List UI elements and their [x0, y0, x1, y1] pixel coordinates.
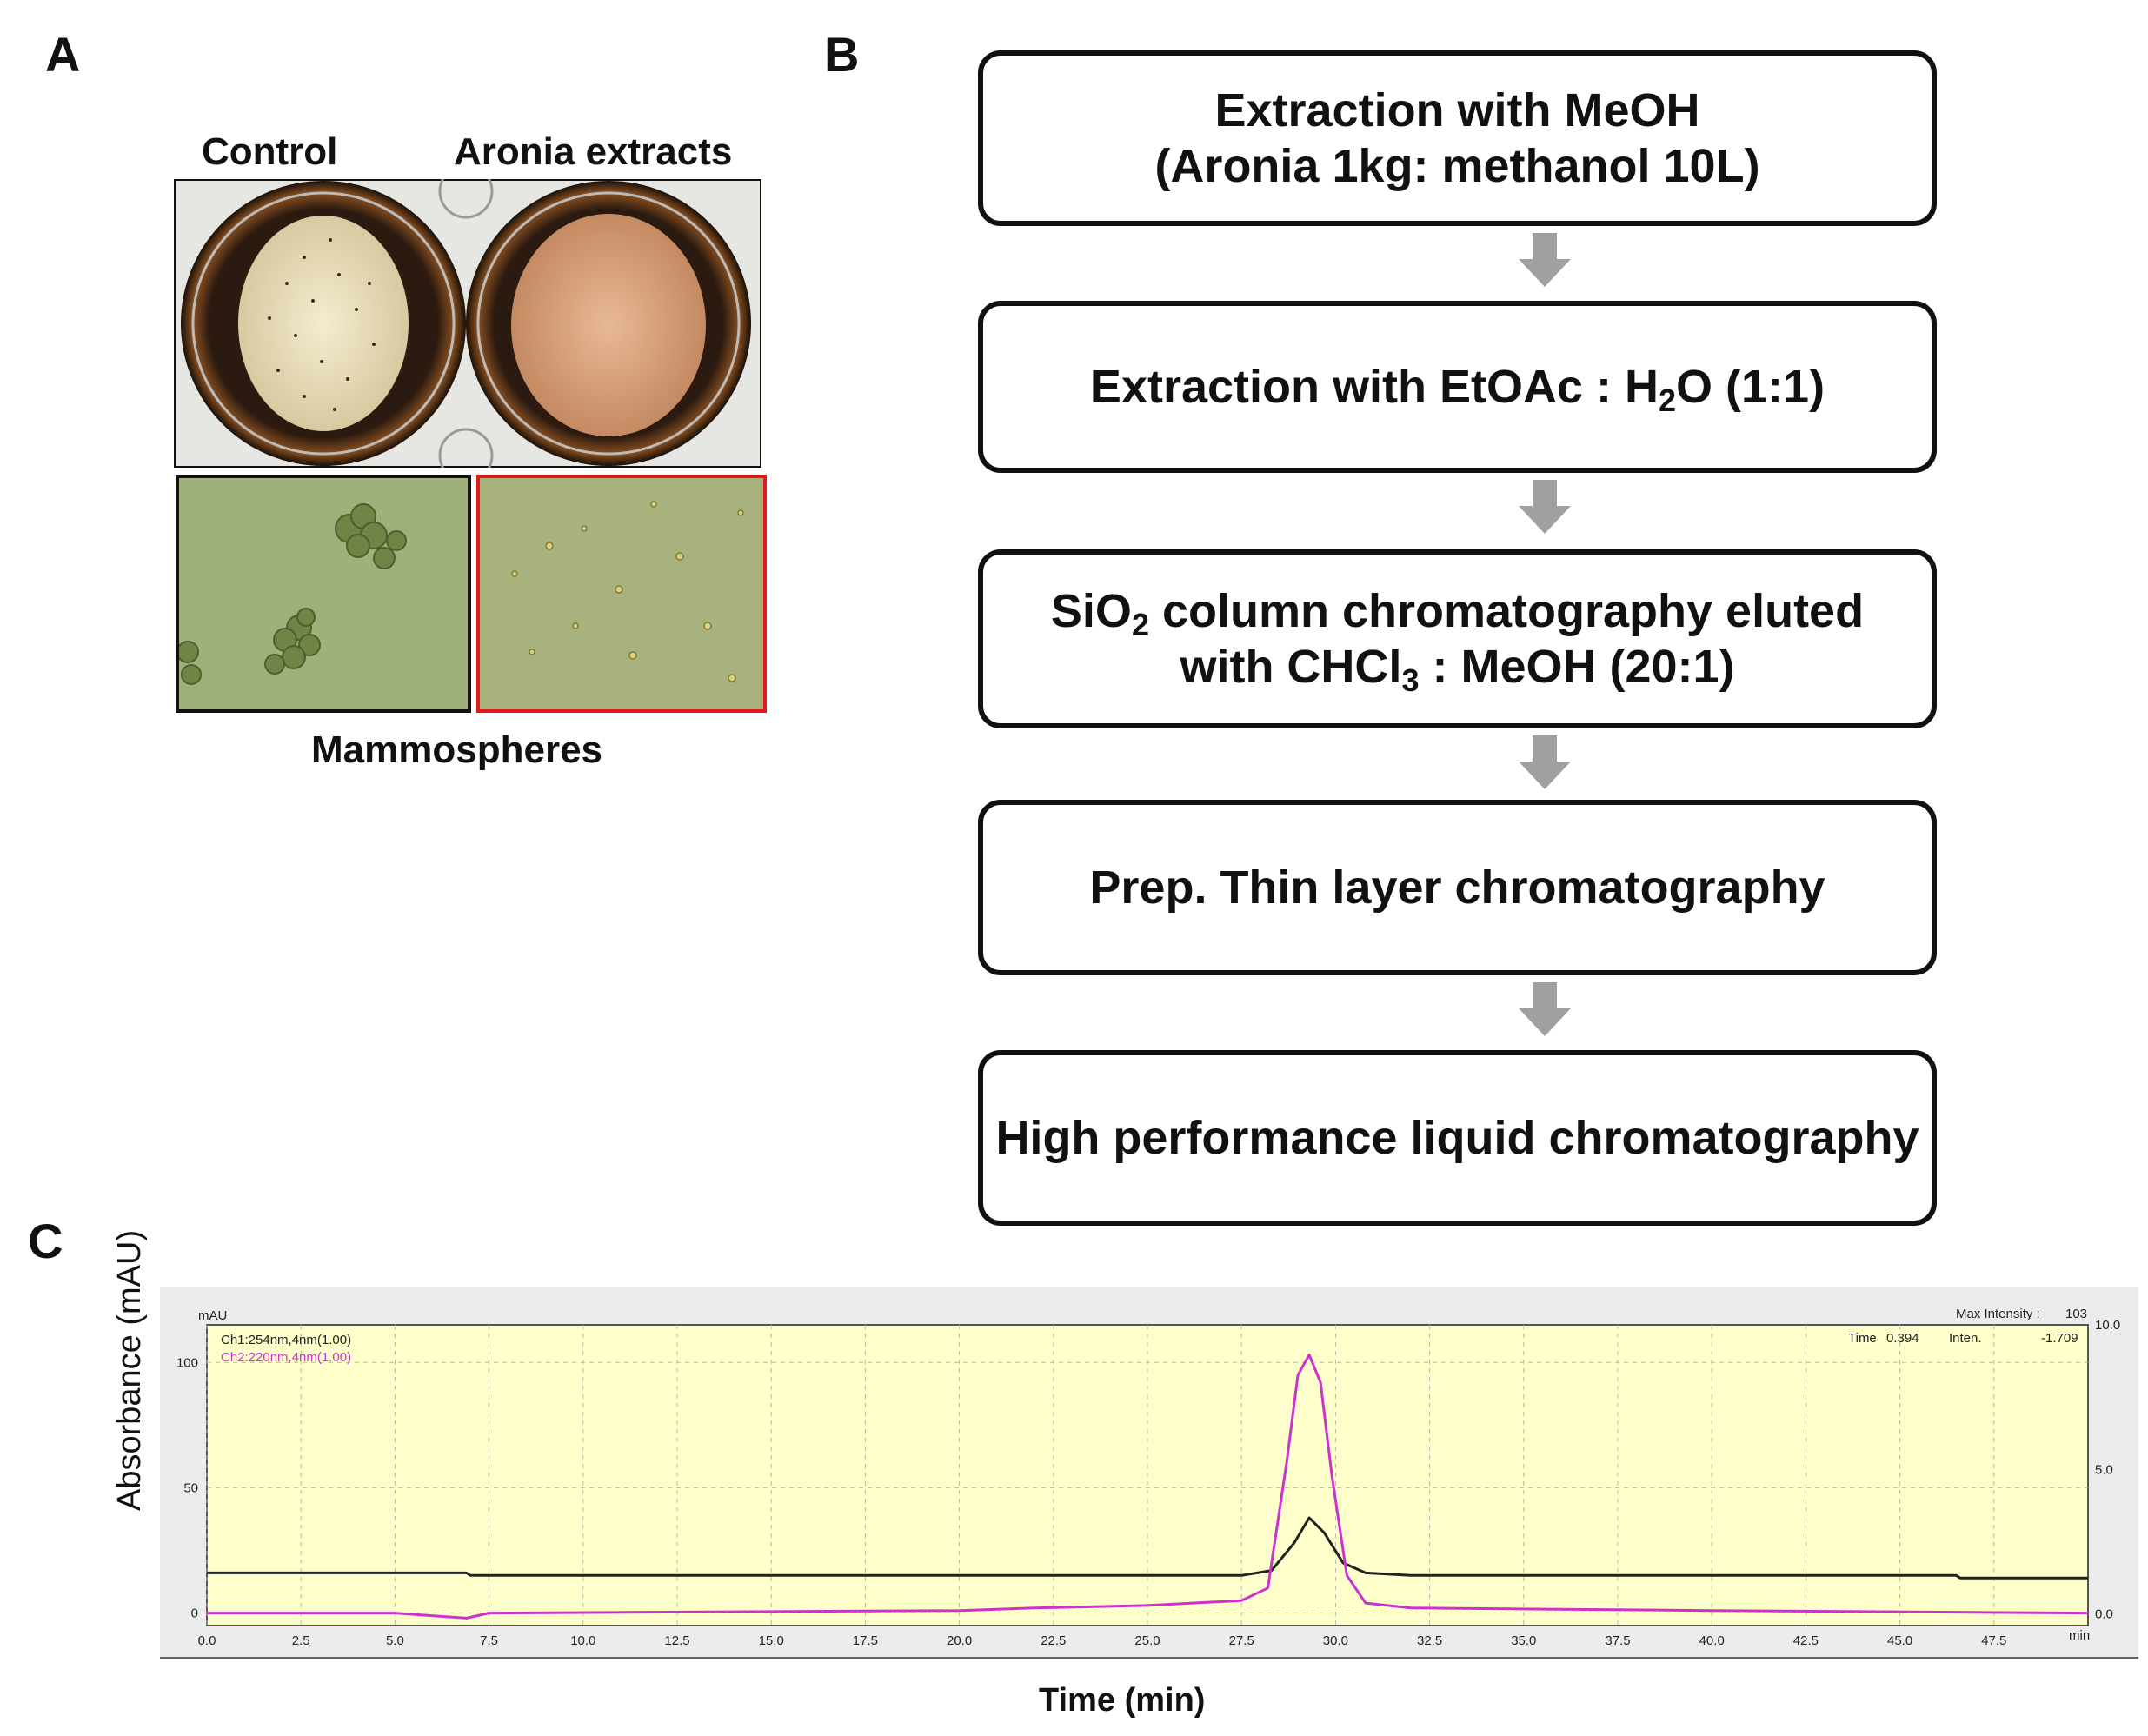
x-tick-label: 7.5	[480, 1633, 498, 1648]
series-line-ch2	[207, 1354, 2089, 1620]
down-arrow-4	[1519, 982, 1571, 1036]
inten-label: Inten.	[1949, 1331, 1982, 1346]
axis-baseline	[160, 1657, 2138, 1659]
flow-step-3-line2: with CHCl3 : MeOH (20:1)	[1180, 639, 1735, 698]
x-tick-label: 5.0	[386, 1633, 404, 1648]
max-intensity-value: 103	[2065, 1307, 2087, 1321]
x-tick-label: 27.5	[1229, 1633, 1254, 1648]
flow-step-3: SiO2 column chromatography eluted with C…	[978, 549, 1937, 728]
x-tick-label: 45.0	[1887, 1633, 1912, 1648]
flow-step-2-line1: Extraction with EtOAc : H2O (1:1)	[1089, 359, 1825, 418]
x-tick-label: 25.0	[1134, 1633, 1160, 1648]
panel-letter-b: B	[824, 27, 860, 82]
flow-step-3-line2-pre: with CHCl	[1180, 641, 1402, 693]
y2-tick-label: 0.0	[2095, 1607, 2113, 1622]
flow-step-2-post: O (1:1)	[1676, 361, 1825, 413]
flow-step-5-line1: High performance liquid chromatography	[995, 1112, 1919, 1164]
flow-step-2: Extraction with EtOAc : H2O (1:1)	[978, 301, 1937, 473]
tick-labels: 0.0 2.5 5.0 7.5 10.0 12.5 15.0 17.5 20.0 22.5 25.0…	[176, 1318, 2120, 1648]
flow-step-4-line1: Prep. Thin layer chromatography	[1089, 861, 1825, 914]
flow-step-3-line1: SiO2 column chromatography eluted	[1050, 583, 1865, 642]
grid	[206, 1325, 2088, 1626]
panel-letter-a: A	[45, 27, 81, 82]
x-tick-label: 22.5	[1041, 1633, 1066, 1648]
x-tick-label: 12.5	[664, 1633, 689, 1648]
down-arrow-3	[1519, 735, 1571, 789]
series-line-ch1	[207, 1516, 2088, 1580]
flow-step-1-line2: (Aronia 1kg: methanol 10L)	[1154, 140, 1760, 192]
flow-step-3-line2-sub: 3	[1401, 662, 1420, 698]
flow-step-4: Prep. Thin layer chromatography	[978, 800, 1937, 975]
flow-step-3-post: column chromatography eluted	[1148, 585, 1865, 637]
max-intensity-label: Max Intensity :	[1956, 1307, 2040, 1321]
x-tick-label: 0.0	[198, 1633, 216, 1648]
x-tick-label: 40.0	[1699, 1633, 1725, 1648]
y2-tick-label: 10.0	[2095, 1318, 2120, 1333]
x-tick-label: 32.5	[1417, 1633, 1442, 1648]
panel-letter-c: C	[28, 1214, 63, 1268]
x-tick-label: 10.0	[570, 1633, 595, 1648]
x-tick-label: 17.5	[853, 1633, 878, 1648]
unit-top: mAU	[198, 1308, 227, 1323]
flow-step-3-sub: 2	[1131, 607, 1149, 642]
x-tick-label: 47.5	[1981, 1633, 2006, 1648]
time-value: 0.394	[1886, 1331, 1919, 1346]
y-tick-label: 0	[191, 1606, 198, 1621]
flow-step-3-line2-post: : MeOH (20:1)	[1419, 641, 1735, 693]
unit-x: min	[2069, 1628, 2090, 1643]
flow-step-1-line1: Extraction with MeOH	[1214, 84, 1700, 136]
x-tick-label: 30.0	[1323, 1633, 1348, 1648]
inten-value: -1.709	[2041, 1331, 2078, 1346]
legend-ch1: Ch1:254nm,4nm(1.00)	[221, 1333, 351, 1347]
legend-ch2: Ch2:220nm,4nm(1.00)	[221, 1350, 351, 1365]
x-tick-label: 35.0	[1511, 1633, 1536, 1648]
chromatogram-ylabel: Absorbance (mAU)	[111, 1229, 148, 1511]
flow-step-2-sub: 2	[1659, 382, 1677, 418]
mammospheres-caption: Mammospheres	[311, 728, 603, 771]
down-arrow-1	[1519, 233, 1571, 287]
x-tick-label: 15.0	[759, 1633, 784, 1648]
y-tick-label: 50	[183, 1480, 198, 1495]
control-label: Control	[202, 130, 338, 173]
flow-step-5: High performance liquid chromatography	[978, 1050, 1937, 1226]
flow-step-1: Extraction with MeOH (Aronia 1kg: methan…	[978, 50, 1937, 226]
aronia-label: Aronia extracts	[454, 130, 733, 173]
y-tick-label: 100	[176, 1355, 198, 1370]
series-lines	[207, 1354, 2089, 1620]
well-plate-photo	[172, 163, 763, 483]
x-tick-label: 37.5	[1605, 1633, 1630, 1648]
x-tick-label: 20.0	[947, 1633, 972, 1648]
chromatogram: 0.0 2.5 5.0 7.5 10.0 12.5 15.0 17.5 20.0 22.5 25.0…	[160, 1287, 2138, 1657]
flow-step-2-pre: Extraction with EtOAc : H	[1089, 361, 1659, 413]
x-tick-label: 2.5	[292, 1633, 310, 1648]
y2-tick-label: 5.0	[2095, 1462, 2113, 1477]
flow-step-3-pre: SiO	[1050, 585, 1132, 637]
control-micrograph	[176, 475, 471, 713]
x-tick-label: 42.5	[1793, 1633, 1819, 1648]
chromatogram-xlabel: Time (min)	[1039, 1682, 1206, 1719]
time-label: Time	[1848, 1331, 1877, 1346]
aronia-micrograph	[476, 475, 767, 713]
down-arrow-2	[1519, 480, 1571, 534]
